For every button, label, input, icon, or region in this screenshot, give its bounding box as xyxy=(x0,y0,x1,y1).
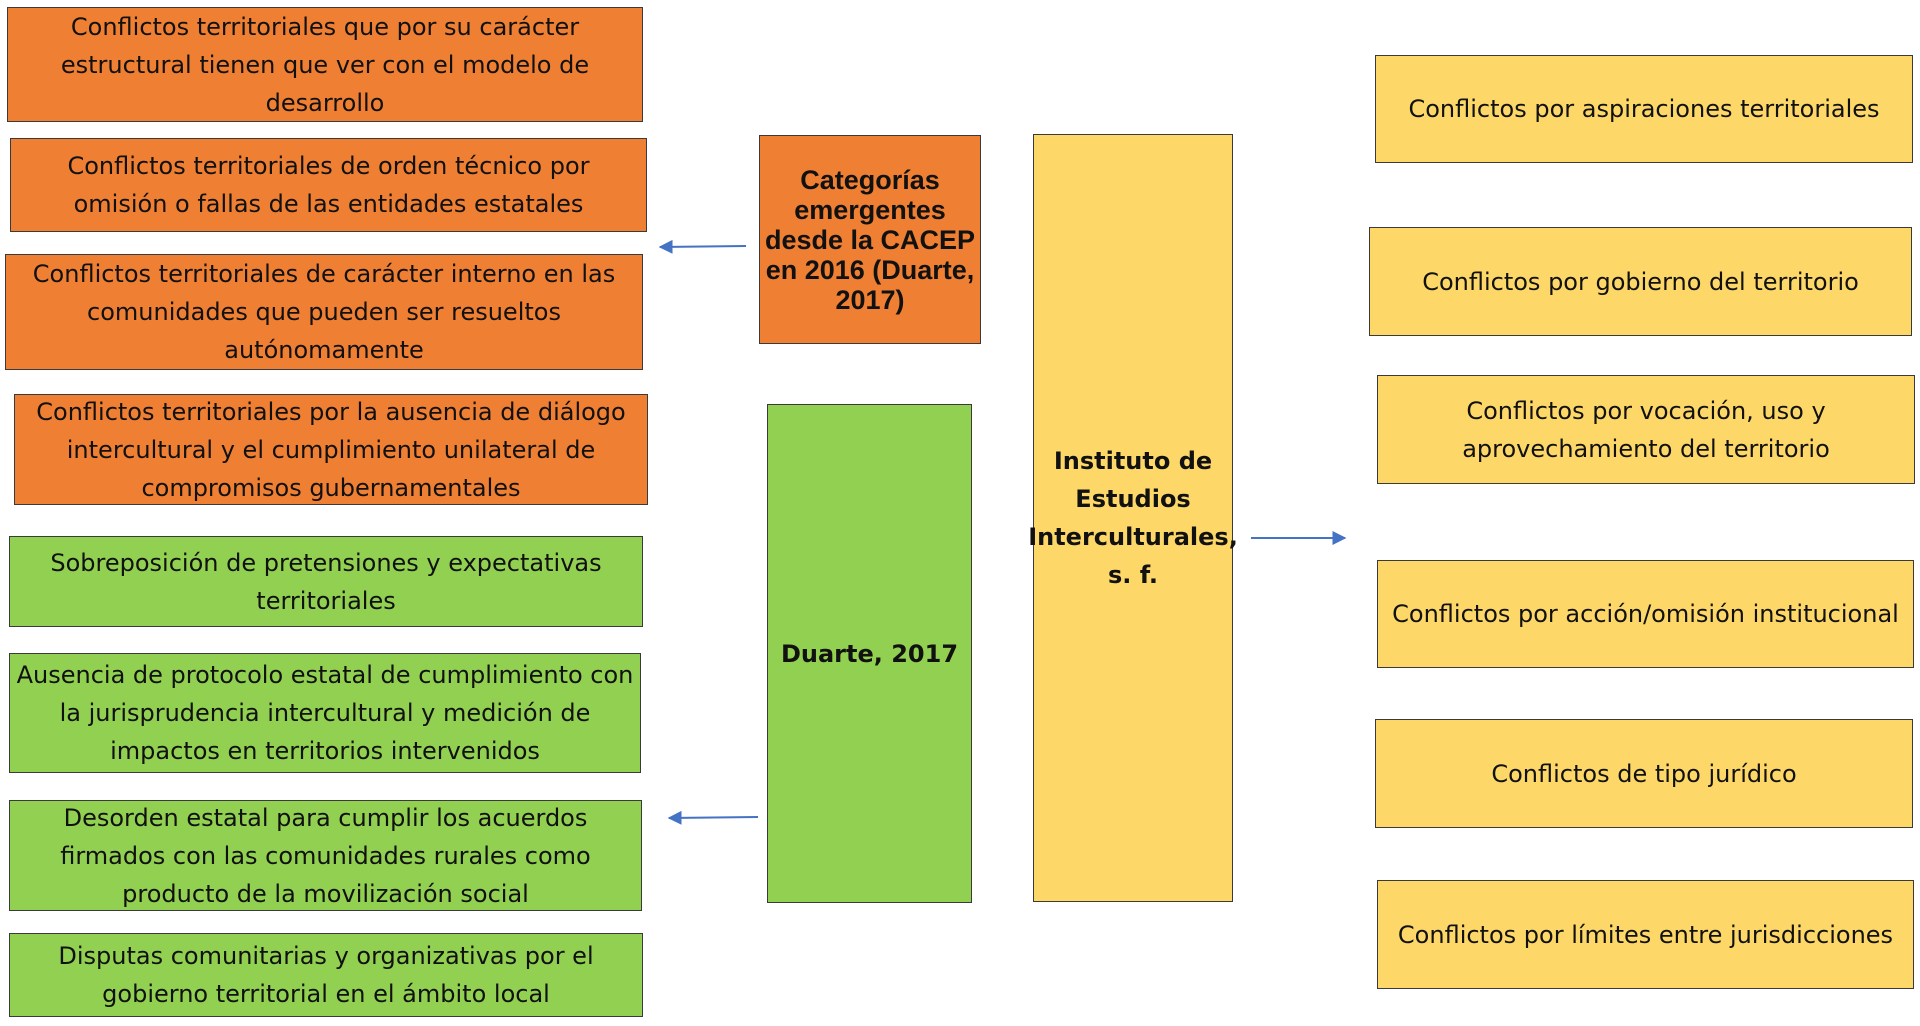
orange-box-dialogue: Conflictos territoriales por la ausencia… xyxy=(14,394,648,505)
orange-box-technical: Conflictos territoriales de orden técnic… xyxy=(10,138,647,232)
green-box-protocol: Ausencia de protocolo estatal de cumplim… xyxy=(9,653,641,773)
arrow-cacep-to-orange xyxy=(658,239,747,254)
orange-box-structural: Conflictos territoriales que por su cará… xyxy=(7,7,643,122)
yellow-box-government: Conflictos por gobierno del territorio xyxy=(1369,227,1912,336)
yellow-box-institutional: Conflictos por acción/omisión institucio… xyxy=(1377,560,1914,668)
yellow-box-legal: Conflictos de tipo jurídico xyxy=(1375,719,1913,828)
orange-box-internal: Conflictos territoriales de carácter int… xyxy=(5,254,643,370)
arrow-duarte-to-green xyxy=(667,810,759,825)
green-box-overlap: Sobreposición de pretensiones y expectat… xyxy=(9,536,643,627)
cacep-category-box: Categorías emergentes desde la CACEP en … xyxy=(759,135,981,344)
yellow-box-vocation: Conflictos por vocación, uso y aprovecha… xyxy=(1377,375,1915,484)
instituto-box: Instituto de Estudios Interculturales, s… xyxy=(1028,134,1238,902)
yellow-box-aspirations: Conflictos por aspiraciones territoriale… xyxy=(1375,55,1913,163)
yellow-box-boundaries: Conflictos por límites entre jurisdiccio… xyxy=(1377,880,1914,989)
duarte-box: Duarte, 2017 xyxy=(767,404,972,903)
green-box-disorder: Desorden estatal para cumplir los acuerd… xyxy=(9,800,642,911)
green-box-disputes: Disputas comunitarias y organizativas po… xyxy=(9,933,643,1017)
